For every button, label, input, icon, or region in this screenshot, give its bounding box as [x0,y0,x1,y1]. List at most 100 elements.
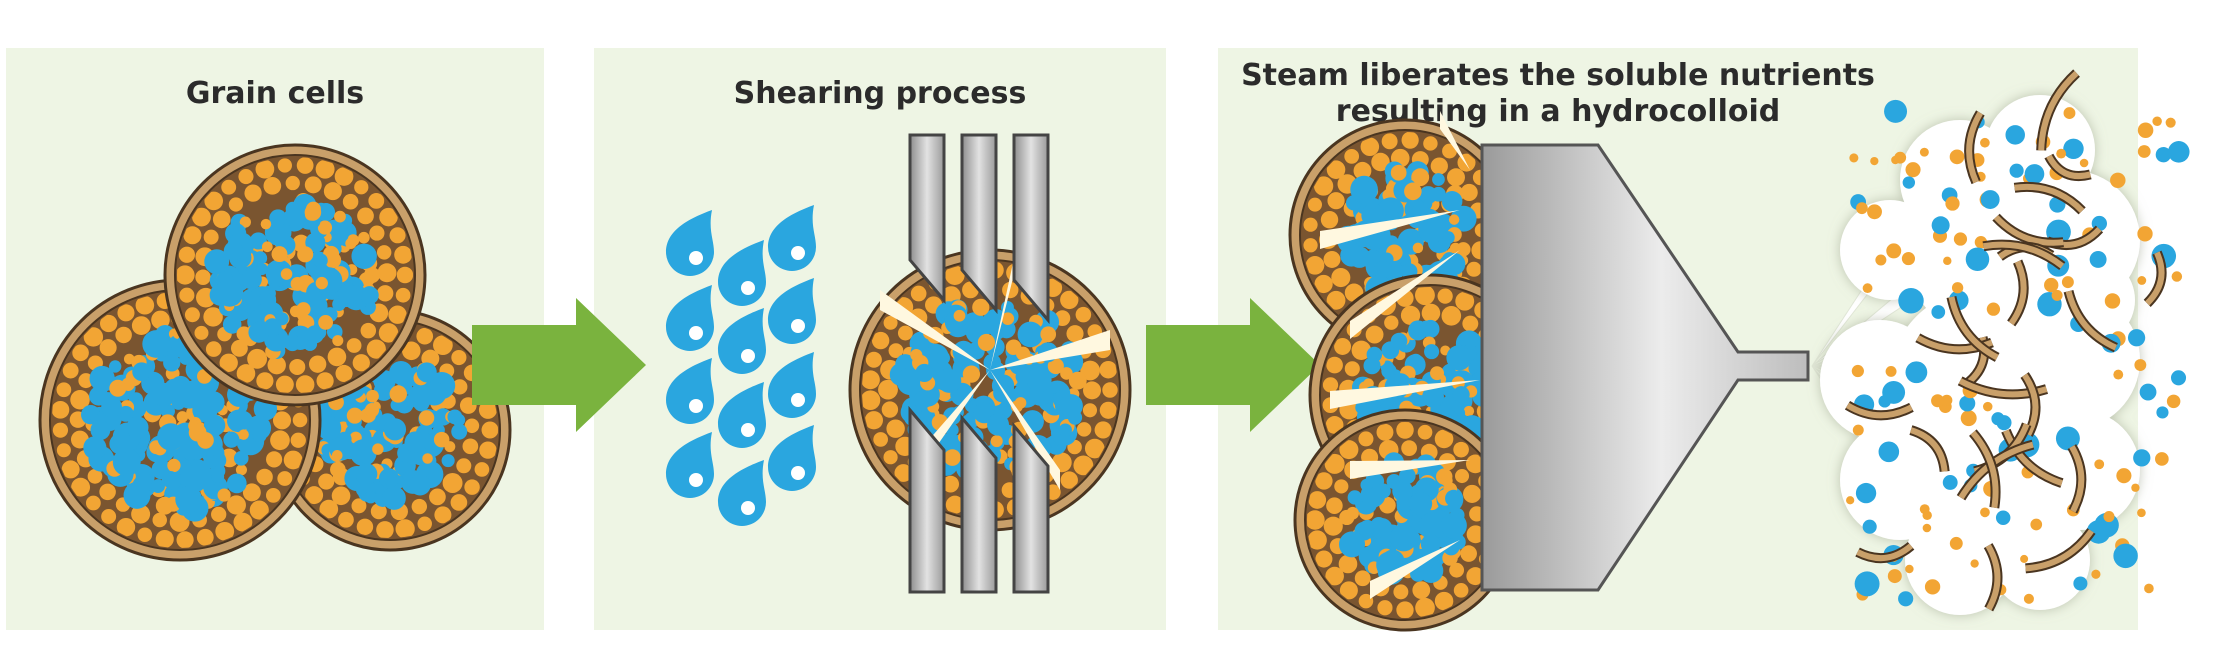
cell-wall-fragment [2046,154,2092,180]
starch-granule [277,158,292,173]
starch-granule [131,316,151,336]
starch-granule [230,339,248,357]
starch-granule [897,325,913,341]
nutrient-particle [1392,480,1413,502]
nutrient-particle [1386,210,1400,223]
cell-wall-fragment [2014,183,2085,214]
starch-granule [1047,358,1064,375]
starch-granule [205,341,222,357]
cell-wall-fragment [1909,427,1948,472]
nutrient-particle [215,279,244,307]
starch-granule [1323,516,1343,536]
starch-granule [192,207,211,227]
starch-granule [2056,148,2067,159]
starch-granule [2063,107,2076,119]
starch-granule [417,516,432,532]
starch-granule [1396,601,1414,618]
nutrient-particle [1441,191,1463,212]
nutrient-particle [963,321,979,337]
nutrient-particle [338,283,359,304]
starch-granule [304,204,322,221]
nutrient-particle [1440,512,1467,539]
starch-granule [131,504,151,524]
starch-granule [1411,168,1430,187]
nutrient-particle [188,462,212,486]
cell-wall-fragment [1966,111,1983,184]
starch-granule [1440,474,1453,487]
starch-granule [266,488,281,503]
starch-granule [456,458,472,474]
starch-granule [1980,137,1990,148]
starch-granule [1080,360,1100,381]
starch-granule [2094,459,2105,470]
starch-granule [433,335,453,356]
starch-granule [1331,268,1351,288]
starch-granule [1401,440,1418,457]
starch-granule [953,309,966,322]
starch-granule [364,403,380,418]
crack [1350,460,1470,479]
starch-granule [2137,226,2153,242]
starch-granule [1875,254,1887,266]
nutrient-particle [1420,534,1441,554]
nutrient-particle [1418,215,1446,244]
starch-granule [315,159,335,179]
crack [1370,540,1460,599]
starch-granule [52,422,69,438]
starch-granule [238,168,254,185]
nutrient-particle [1399,467,1416,484]
starch-granule [71,477,91,497]
starch-granule [1390,164,1407,181]
nutrient-particle [407,384,433,409]
starch-granule [1315,472,1333,490]
blade-icon [960,413,998,594]
starch-granule [116,517,136,537]
starch-granule [1434,429,1454,449]
starch-granule [1905,564,1914,574]
starch-granule [481,421,498,439]
starch-granule [212,210,231,229]
starch-granule [1338,554,1358,574]
nutrient-particle [175,485,203,513]
starch-granule [2044,277,2059,293]
crack [1440,111,1470,170]
starch-granule [1851,364,1864,378]
water-drop-icon [718,460,766,526]
starch-granule [346,338,362,353]
starch-granule [155,496,174,515]
nutrient-particle [1408,320,1428,341]
starch-granule [1463,405,1475,417]
starch-granule [1099,401,1117,419]
starch-granule [429,488,446,506]
starch-granule [474,462,490,477]
starch-granule [1102,382,1118,398]
nutrient-particle [233,451,249,466]
starch-granule [280,268,293,280]
starch-granule [357,207,374,225]
starch-granule [327,347,347,367]
starch-granule [194,325,209,340]
starch-granule [376,521,394,538]
starch-granule [219,353,238,372]
starch-granule [1315,550,1333,568]
starch-granule [277,471,293,486]
nutrient-particle [1058,423,1072,437]
starch-granule [945,495,964,514]
starch-granule [236,364,256,383]
starch-granule [2144,583,2154,594]
starch-granule [1354,570,1371,587]
starch-granule [263,176,282,195]
starch-granule [1986,302,2001,316]
nutrient-particle [2127,329,2146,347]
starch-granule [87,469,103,484]
starch-granule [331,486,351,506]
nutrient-particle [101,396,122,418]
starch-granule [152,512,167,528]
nutrient-particle [305,325,324,344]
starch-granule [2020,554,2029,563]
cell-wall-fragment [1985,544,2001,611]
starch-granule [330,461,346,478]
water-drops-group [666,205,816,526]
starch-granule [894,464,913,482]
starch-granule [1376,423,1394,441]
